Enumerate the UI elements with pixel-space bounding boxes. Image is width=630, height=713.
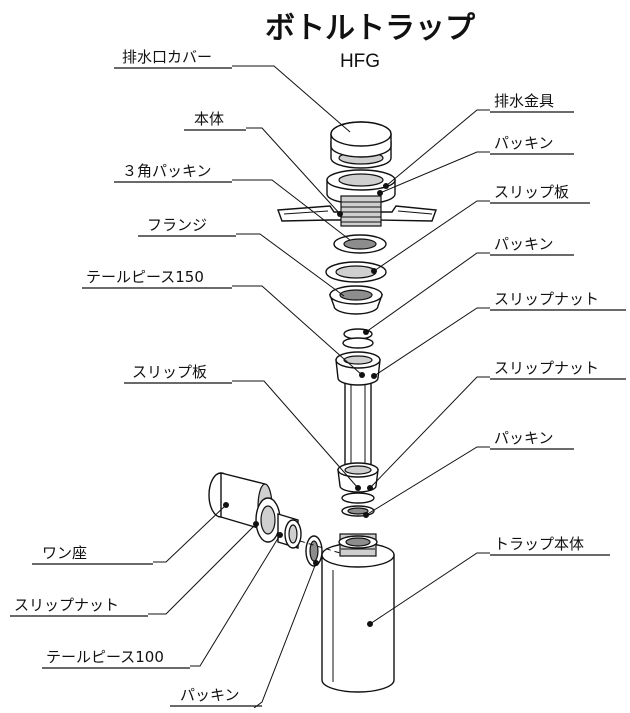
- leader-dots: [223, 183, 389, 627]
- label-triangle-packing: ３角パッキン: [122, 162, 212, 180]
- slip-plate-top-part: [325, 261, 387, 283]
- label-slip-plate-right: スリップ板: [494, 183, 569, 201]
- label-tailpiece-100: テールピース100: [46, 648, 164, 666]
- slip-nut-left-part: [255, 497, 281, 543]
- label-packing-2: パッキン: [494, 235, 554, 253]
- label-slip-nut-2: スリップナット: [494, 359, 599, 377]
- label-tailpiece-150: テールピース150: [86, 268, 204, 286]
- label-flange: フランジ: [147, 216, 207, 234]
- labels-left: 排水口カバー 本体 ３角パッキン フランジ テールピース150 スリップ板 ワン…: [10, 48, 262, 707]
- label-packing-3: パッキン: [494, 429, 554, 447]
- tailpiece-100-part: [277, 513, 302, 549]
- drain-fitting-part: [326, 169, 396, 227]
- label-slip-plate-left: スリップ板: [132, 363, 207, 381]
- label-packing-1: パッキン: [494, 134, 554, 152]
- label-body-top: 本体: [194, 110, 224, 128]
- slip-nut-upper-part: [335, 351, 381, 386]
- triangle-packing-part: [333, 234, 387, 254]
- labels-right: 排水金具 パッキン スリップ板 パッキン スリップナット スリップナット パッキ…: [490, 92, 626, 556]
- branch-axis: [299, 540, 341, 554]
- label-drain-cover: 排水口カバー: [122, 48, 212, 66]
- label-packing-bottom-left: パッキン: [180, 686, 240, 704]
- label-slip-nut-left: スリップナット: [14, 596, 119, 614]
- label-drain-fitting: 排水金具: [494, 92, 554, 110]
- flange-part: [329, 285, 383, 315]
- leader-lines: [148, 65, 490, 709]
- trap-body-part: [321, 533, 395, 693]
- diagram-title: ボトルトラップ: [265, 11, 476, 46]
- label-slip-nut-1: スリップナット: [494, 290, 599, 308]
- label-wall-flange: ワン座: [42, 544, 87, 562]
- label-trap-body: トラップ本体: [494, 535, 584, 553]
- drain-cover-part: [330, 121, 392, 169]
- model-code: HFG: [340, 51, 380, 72]
